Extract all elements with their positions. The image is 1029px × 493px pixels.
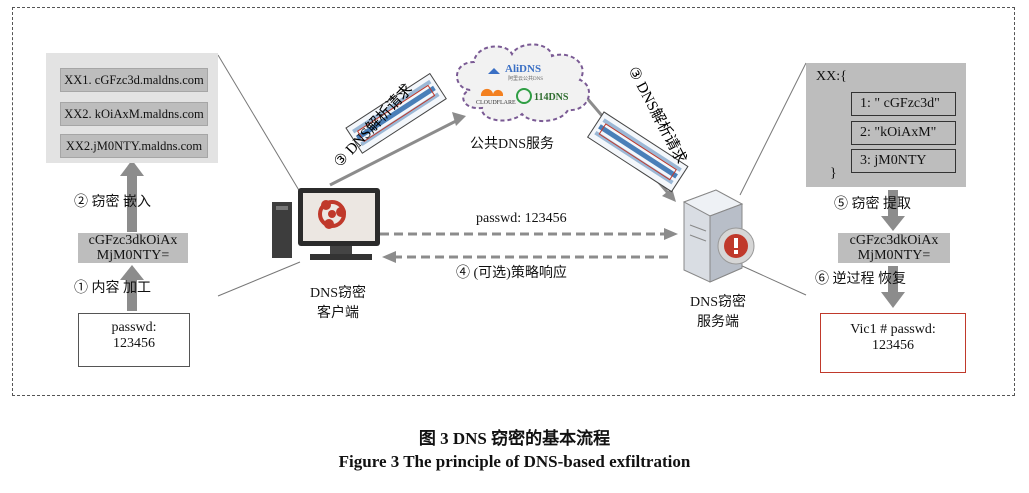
fragments-open: XX:{ [816, 69, 847, 84]
dns114-logo: 114DNS [534, 92, 569, 103]
figure-caption-cn: 图 3 DNS 窃密的基本流程 [418, 429, 611, 448]
plaintext-note-left: passwd:123456 [78, 313, 190, 367]
dns114-mark [516, 88, 532, 104]
response-arrow-label: ④ (可选)策略响应 [456, 266, 567, 281]
biohazard-icon [318, 200, 346, 229]
passwd-arrow-label: passwd: 123456 [476, 211, 567, 226]
encoded-subdomain-panel: XX1. cGFzc3d.maldns.com XX2. kOiAxM.mald… [46, 53, 218, 163]
step-restore-label: ⑥ 逆过程 恢复 [815, 272, 906, 287]
subdomain-line: XX2. kOiAxM.maldns.com [60, 102, 208, 126]
fragment-item: 3: jM0NTY [851, 149, 956, 173]
cloud-label: 公共DNS服务 [470, 137, 555, 152]
client-label: DNS窃密客户端 [309, 286, 366, 321]
step-embed-label: ② 窃密 嵌入 [74, 195, 151, 210]
alidns-mark [488, 68, 500, 74]
diagram-frame [12, 7, 1015, 396]
zoom-line-bottom-right [739, 264, 807, 296]
decoded-fragments-panel: XX:{ 1: " cGFzc3d" 2: "kOiAxM" 3: jM0NTY… [806, 63, 966, 187]
step-process-label: ① 内容 加工 [74, 281, 151, 296]
figure-caption-en: Figure 3 The principle of DNS-based exfi… [338, 452, 691, 471]
cloud-icon [456, 43, 590, 122]
subdomain-line: XX2.jM0NTY.maldns.com [60, 134, 208, 158]
fragment-item: 1: " cGFzc3d" [851, 92, 956, 116]
arrow-to-cloud [329, 118, 459, 187]
server-label: DNS窃密服务端 [689, 295, 746, 330]
client-computer-icon [272, 188, 380, 260]
zoom-line-top-left [217, 54, 301, 193]
arrow-process-head [120, 265, 144, 280]
cloudflare-mark [480, 88, 504, 96]
fragment-item: 2: "kOiAxM" [851, 121, 956, 145]
plaintext-note-right: Vic1 # passwd:123456 [820, 313, 966, 373]
step-extract-label: ⑤ 窃密 提取 [834, 197, 911, 212]
arrow-restore-head [881, 292, 905, 308]
fragments-close: } [830, 166, 837, 181]
arrow-embed-head [120, 160, 144, 176]
zoom-line-top-right [739, 62, 807, 196]
arrow-extract-head [881, 216, 905, 231]
alidns-logo: AliDNS [505, 63, 541, 75]
packet-image-right [586, 111, 689, 193]
packet-image-left [345, 72, 447, 154]
alert-icon [717, 227, 755, 265]
zoom-line-bottom-left [217, 261, 301, 297]
subdomain-line: XX1. cGFzc3d.maldns.com [60, 68, 208, 92]
cloudflare-logo: CLOUDFLARE [476, 100, 516, 106]
svg-text:阿里云公共DNS: 阿里云公共DNS [508, 75, 543, 82]
